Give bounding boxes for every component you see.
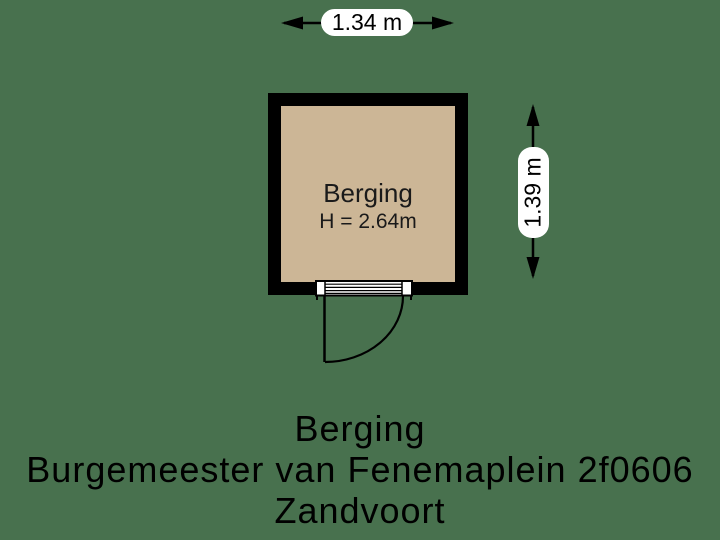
- room-outline: [268, 93, 468, 295]
- height-dimension-value: 1.39 m: [520, 157, 547, 228]
- width-dimension-value: 1.34 m: [331, 9, 403, 35]
- height-dimension-label: 1.39 m: [518, 147, 549, 238]
- room-ceiling-height-label: H = 2.64m: [319, 210, 417, 233]
- door-swing: [323, 295, 405, 364]
- room-name-label: Berging: [323, 178, 413, 208]
- caption-room-type: Berging: [294, 408, 426, 449]
- caption-city: Zandvoort: [274, 490, 446, 531]
- caption-address: Burgemeester van Fenemaplein 2f0606: [26, 449, 694, 490]
- caption: Berging Burgemeester van Fenemaplein 2f0…: [0, 408, 720, 531]
- width-dimension-label: 1.34 m: [321, 9, 413, 36]
